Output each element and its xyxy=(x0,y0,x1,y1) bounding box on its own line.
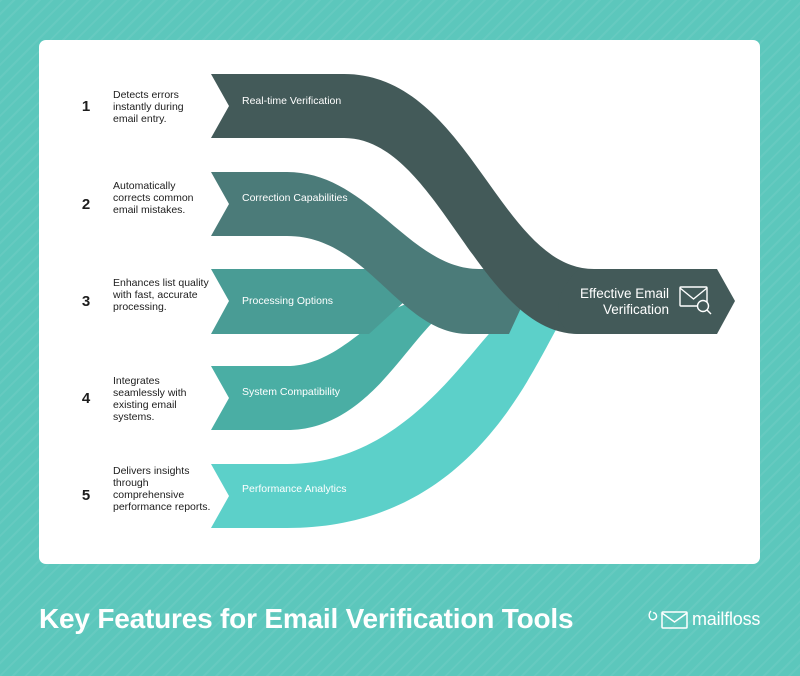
band-label-1: Real-time Verification xyxy=(242,95,342,107)
email-search-icon xyxy=(679,286,712,315)
band-label-3: Processing Options xyxy=(242,295,334,307)
target-arrow xyxy=(558,269,735,334)
step-description-1: Detects errors instantly during email en… xyxy=(113,89,184,125)
envelope-logo-icon xyxy=(648,610,688,629)
flow-diagram xyxy=(211,74,735,528)
step-number-2: 2 xyxy=(81,196,91,213)
band-label-2: Correction Capabilities xyxy=(242,192,348,204)
step-number-3: 3 xyxy=(81,293,91,310)
target-label: Effective Email Verification xyxy=(579,286,669,317)
step-description-2: Automatically corrects common email mist… xyxy=(113,180,194,216)
band-performance-analytics xyxy=(211,302,579,528)
band-label-4: System Compatibility xyxy=(242,386,341,398)
band-label-5: Performance Analytics xyxy=(242,483,347,495)
step-number-4: 4 xyxy=(81,390,91,407)
page-title: Key Features for Email Verification Tool… xyxy=(39,603,574,634)
step-description-4: Integrates seamlessly with existing emai… xyxy=(113,375,187,423)
band-processing-options xyxy=(211,269,405,334)
band-real-time-verification xyxy=(211,74,594,334)
step-description-5: Delivers insights through comprehensive … xyxy=(113,465,211,513)
brand-name: mailfloss xyxy=(692,609,761,629)
band-system-compatibility xyxy=(211,302,469,430)
step-description-3: Enhances list quality with fast, accurat… xyxy=(113,277,209,313)
step-number-5: 5 xyxy=(81,487,91,504)
step-number-1: 1 xyxy=(81,98,91,115)
band-correction-capabilities xyxy=(211,172,539,334)
diagram-card: 1 Detects errors instantly during email … xyxy=(39,40,760,564)
